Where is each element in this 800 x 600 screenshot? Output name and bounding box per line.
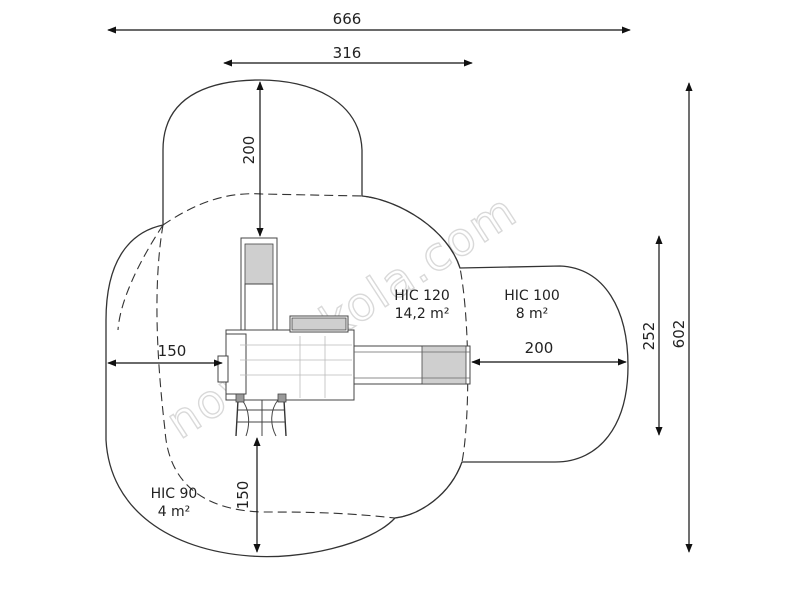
dim-label-total-height: 602 <box>670 320 688 349</box>
dim-label-platform-width: 316 <box>333 44 362 62</box>
climbing-ladder <box>235 393 287 437</box>
dim-label-right-zone-height: 252 <box>640 322 658 351</box>
dim-label-top-depth: 200 <box>240 136 258 165</box>
zone-area-hic90: 4 m² <box>158 504 191 520</box>
hic120-dashed-boundary <box>156 193 469 519</box>
zone-area-hic100: 8 m² <box>516 306 549 322</box>
dim-label-bottom-depth: 150 <box>234 481 252 510</box>
hic90-dashed-boundary <box>117 224 164 331</box>
dim-label-total-width: 666 <box>333 10 362 28</box>
zone-label-hic100: HIC 100 <box>504 288 560 304</box>
slide-top <box>240 237 278 335</box>
zone-label-hic120: HIC 120 <box>394 288 450 304</box>
play-tower <box>217 315 355 401</box>
zone-label-hic90: HIC 90 <box>151 486 198 502</box>
dim-label-left-depth: 150 <box>158 342 187 360</box>
dim-label-right-depth: 200 <box>525 339 554 357</box>
slide-right <box>353 345 471 385</box>
safety-zone-outline <box>105 79 629 558</box>
zone-area-hic120: 14,2 m² <box>395 306 450 322</box>
